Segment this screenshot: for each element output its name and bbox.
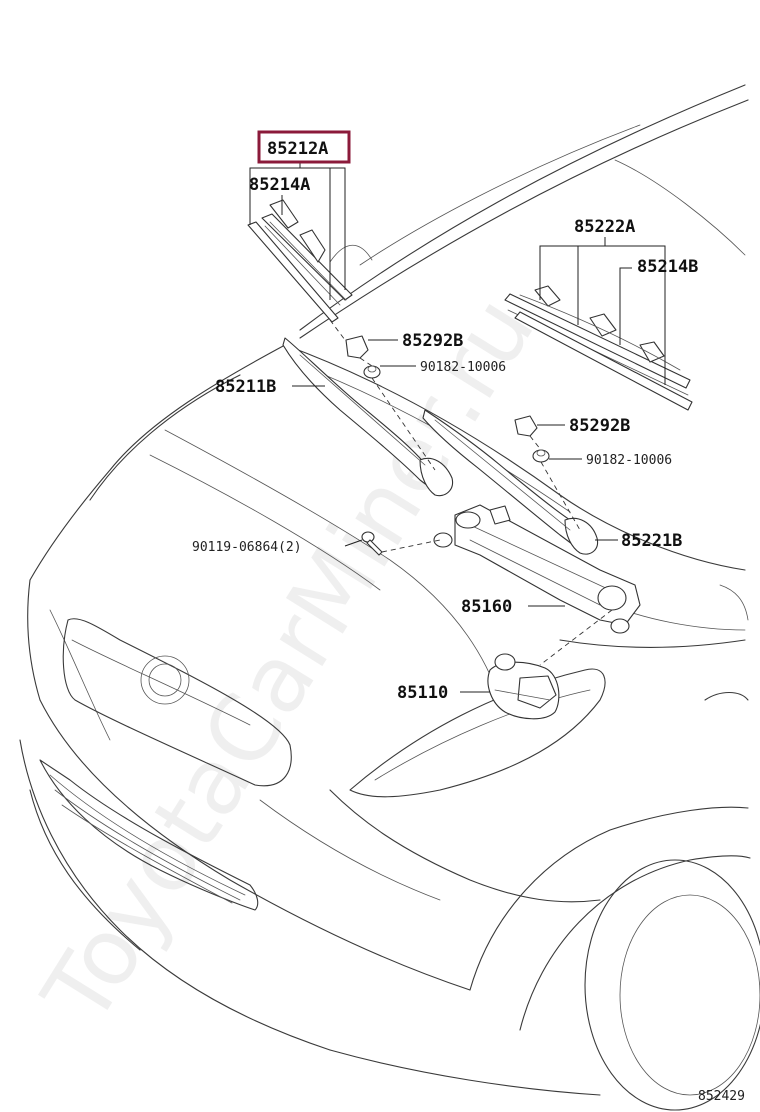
nut-2[interactable] <box>532 449 550 463</box>
leader-lines <box>249 162 666 693</box>
label-85214B[interactable]: 85214B <box>637 257 698 277</box>
pivot-cap-1[interactable] <box>345 335 369 359</box>
assembly-lines <box>329 319 613 666</box>
label-85292B-1[interactable]: 85292B <box>402 331 463 351</box>
label-90182-2[interactable]: 90182-10006 <box>586 453 672 468</box>
wiper-arm-left[interactable] <box>282 337 454 497</box>
wiper-arm-right[interactable] <box>422 409 599 555</box>
wiper-linkage[interactable] <box>433 504 641 634</box>
part-labels: 85212A 85214A 85222A 85214B 85292B 90182… <box>192 139 745 1104</box>
illustration-code: 852429 <box>698 1089 745 1104</box>
label-90119[interactable]: 90119-06864(2) <box>192 540 302 555</box>
label-85221B[interactable]: 85221B <box>621 531 682 551</box>
wiper-blade-left[interactable] <box>247 199 373 323</box>
wiper-motor[interactable] <box>487 653 560 720</box>
nut-1[interactable] <box>363 365 381 379</box>
label-90182-1[interactable]: 90182-10006 <box>420 360 506 375</box>
label-85110[interactable]: 85110 <box>397 683 448 703</box>
label-85211B[interactable]: 85211B <box>215 377 276 397</box>
label-85222A[interactable]: 85222A <box>574 217 635 237</box>
label-85214A[interactable]: 85214A <box>249 175 310 195</box>
label-85212A[interactable]: 85212A <box>267 139 328 159</box>
label-85160[interactable]: 85160 <box>461 597 512 617</box>
wiper-blade-right[interactable] <box>504 285 693 411</box>
label-85292B-2[interactable]: 85292B <box>569 416 630 436</box>
watermark-text: ToyotaCarMiner.ru <box>22 278 555 1042</box>
watermark: ToyotaCarMiner.ru <box>22 278 555 1042</box>
highlight-box <box>257 130 351 164</box>
bolt[interactable] <box>361 531 383 556</box>
car-body-outline <box>19 84 760 1111</box>
pivot-cap-2[interactable] <box>514 415 538 437</box>
